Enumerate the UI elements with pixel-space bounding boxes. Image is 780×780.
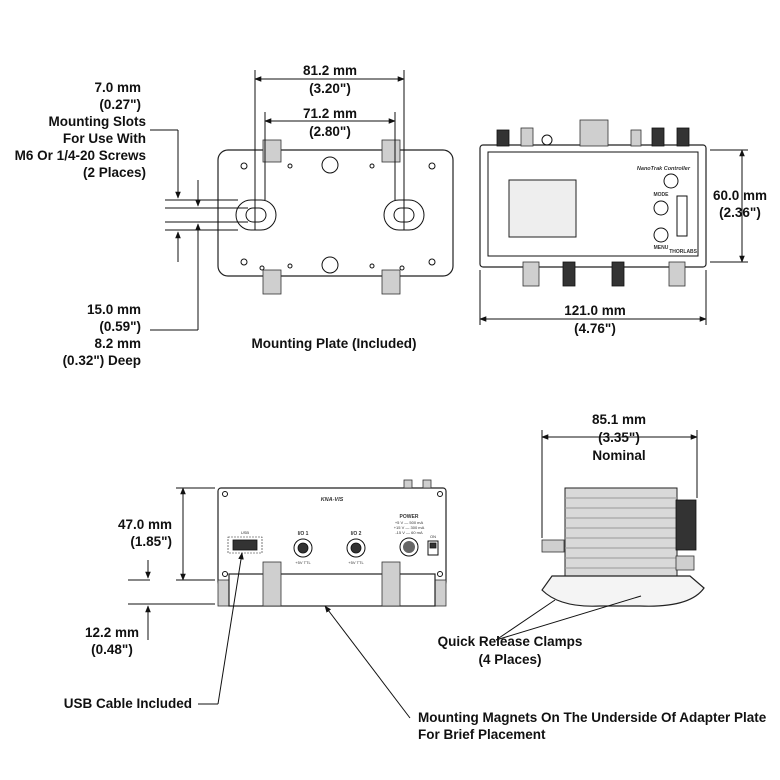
- clamps-count: (4 Places): [478, 652, 541, 667]
- base-height-in: (0.48"): [91, 642, 133, 657]
- slot-depth-in: (0.32") Deep: [63, 353, 141, 368]
- brand-label: THORLABS: [669, 249, 697, 255]
- power-line-2: +15 V — 300 mA: [394, 525, 425, 530]
- magnets-label: Mounting Magnets On The Underside Of Ada…: [418, 710, 767, 725]
- leader-lines: [198, 552, 642, 719]
- usb-cable-label: USB Cable Included: [64, 696, 192, 711]
- side-width-in: (3.35"): [598, 430, 640, 445]
- base-height-mm: 12.2 mm: [85, 625, 139, 640]
- io2-sub-label: +5V TTL: [348, 560, 364, 565]
- front-height-mm: 47.0 mm: [118, 517, 172, 532]
- mounting-plate-view: [217, 139, 454, 295]
- controller-width-in: (4.76"): [574, 321, 616, 336]
- usb-port-label: USB: [241, 530, 250, 535]
- io1-sub-label: +5V TTL: [295, 560, 311, 565]
- slot-length-mm: 15.0 mm: [87, 302, 141, 317]
- io1-label: I/O 1: [298, 531, 309, 537]
- switch-label: ON: [430, 534, 436, 539]
- mode-label: MODE: [654, 192, 670, 198]
- magnets-sub-label: For Brief Placement: [418, 727, 546, 742]
- slot-title: Mounting Slots: [49, 114, 146, 129]
- dimension-labels: 81.2 mm (3.20") 71.2 mm (2.80") 7.0 mm (…: [15, 63, 767, 742]
- slot-use: For Use With: [63, 131, 146, 146]
- power-label: POWER: [400, 514, 419, 520]
- slot-depth-mm: 8.2 mm: [94, 336, 141, 351]
- controller-front-view: KNA-VIS USB I/O 1 +5V TTL I/O 2 +5V TTL …: [217, 479, 447, 607]
- front-dimensions: [128, 487, 215, 640]
- model-label: KNA-VIS: [321, 497, 344, 503]
- front-height-in: (1.85"): [130, 534, 172, 549]
- plate-caption: Mounting Plate (Included): [252, 336, 417, 351]
- controller-width-mm: 121.0 mm: [564, 303, 626, 318]
- slot-width-in: (0.27"): [99, 97, 141, 112]
- controller-height-in: (2.36"): [719, 205, 761, 220]
- menu-label: MENU: [654, 245, 669, 251]
- slot-width-mm: 7.0 mm: [94, 80, 141, 95]
- power-line-1: +5 V — 500 mA: [395, 520, 424, 525]
- io2-label: I/O 2: [351, 531, 362, 537]
- controller-dimensions: [479, 149, 748, 325]
- side-width-mm: 85.1 mm: [592, 412, 646, 427]
- controller-side-view: [541, 487, 705, 607]
- controller-height-mm: 60.0 mm: [713, 188, 767, 203]
- controller-title: NanoTrak Controller: [637, 166, 691, 172]
- plate-dimensions: [150, 70, 405, 331]
- side-dimensions: [541, 430, 698, 538]
- side-width-nominal: Nominal: [592, 448, 645, 463]
- plate-outer-width-mm: 81.2 mm: [303, 63, 357, 78]
- controller-top-view: NanoTrak Controller MODE MENU THORLABS: [479, 119, 707, 287]
- plate-outer-width-in: (3.20"): [309, 81, 351, 96]
- slot-screws: M6 Or 1/4-20 Screws: [15, 148, 146, 163]
- clamps-label: Quick Release Clamps: [438, 634, 583, 649]
- plate-inner-width-mm: 71.2 mm: [303, 106, 357, 121]
- power-line-3: -15 V — 60 mA: [395, 530, 423, 535]
- plate-inner-width-in: (2.80"): [309, 124, 351, 139]
- slot-length-in: (0.59"): [99, 319, 141, 334]
- slot-places: (2 Places): [83, 165, 146, 180]
